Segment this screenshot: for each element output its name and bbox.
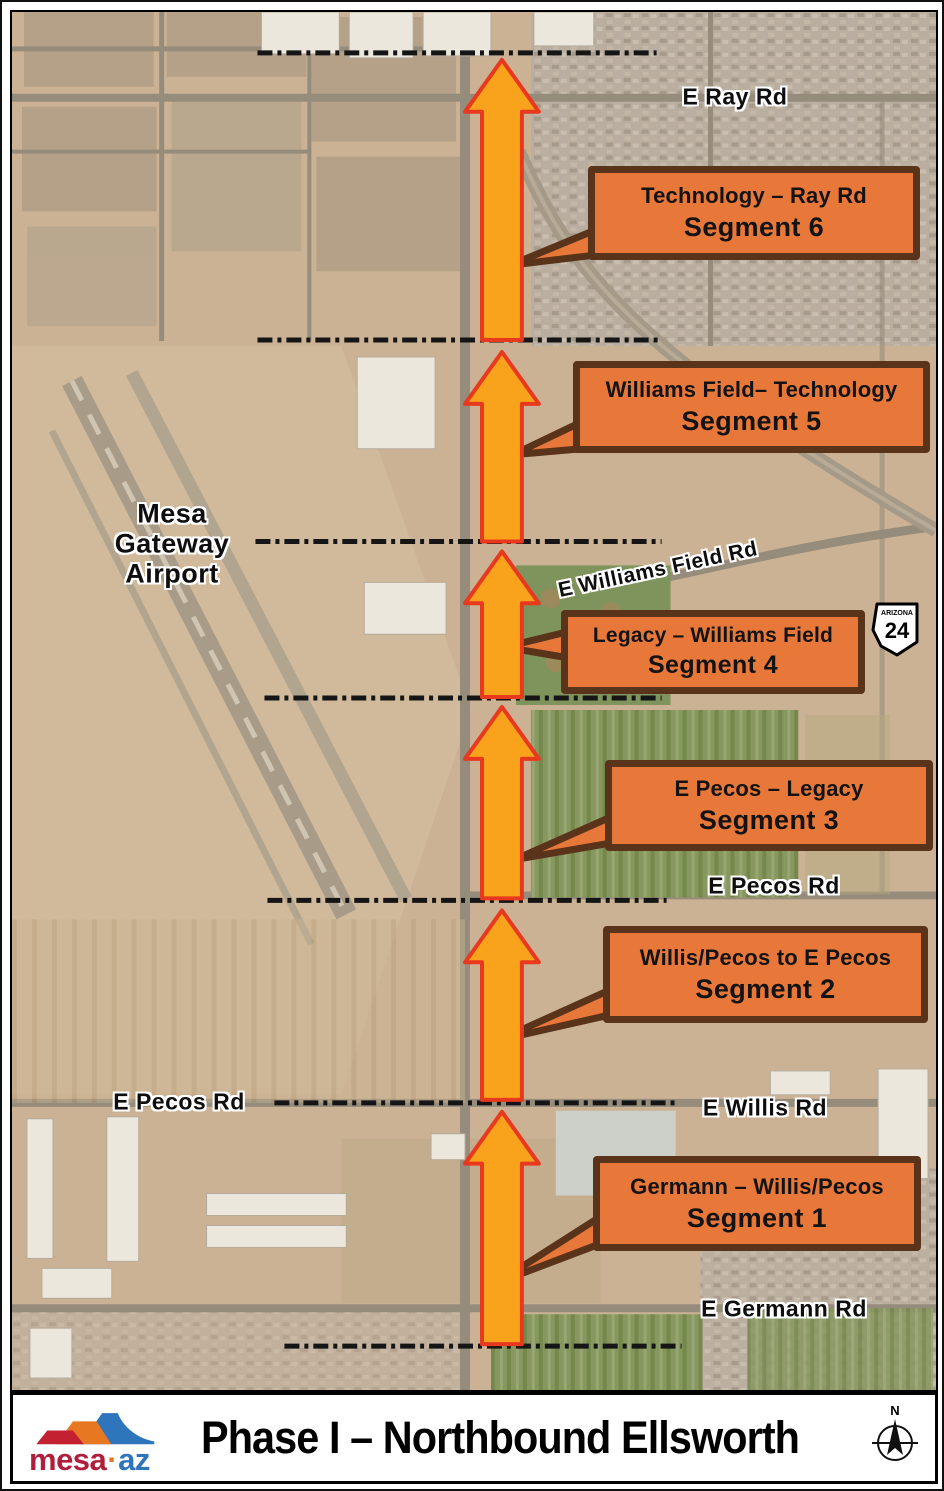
- segment-4-name: Segment 4: [647, 651, 779, 679]
- svg-text:N: N: [890, 1403, 899, 1418]
- segment-2-route: Willis/Pecos to E Pecos: [639, 944, 892, 970]
- northbound-arrows: [463, 57, 541, 1347]
- airport-runways: [12, 346, 472, 1094]
- road-label-pecos-west: E Pecos Rd: [113, 1088, 245, 1115]
- segment-1-route: Germann – Willis/Pecos: [630, 1173, 884, 1199]
- svg-text:24: 24: [885, 618, 910, 643]
- mesa-az-logo: mesa·az: [13, 1402, 179, 1478]
- map-title: Phase I – Northbound Ellsworth: [201, 1412, 800, 1463]
- svg-text:ARIZONA: ARIZONA: [881, 610, 913, 617]
- road-label-pecos-east: E Pecos Rd: [708, 872, 840, 899]
- title-bar: mesa·az Phase I – Northbound Ellsworth N: [10, 1392, 938, 1484]
- segment-5-name: Segment 5: [681, 406, 822, 436]
- segment-1-name: Segment 1: [686, 1202, 828, 1233]
- segment-overlay: [255, 50, 682, 1349]
- segment-3-name: Segment 3: [698, 804, 840, 835]
- segment-6-name: Segment 6: [683, 212, 825, 242]
- road-label-ray: E Ray Rd: [682, 83, 788, 110]
- segment-5-callout: Williams Field– Technology Segment 5: [573, 361, 930, 453]
- segment-4-route: Legacy – Williams Field: [592, 624, 834, 647]
- segment-5-route: Williams Field– Technology: [605, 377, 898, 402]
- segment-boundary-lines: [255, 50, 682, 1349]
- segment-2-name: Segment 2: [695, 973, 836, 1004]
- segment-3-callout: E Pecos – Legacy Segment 3: [605, 760, 933, 851]
- satellite-map: E Ray Rd E Williams Field Rd E Pecos Rd …: [10, 10, 938, 1392]
- mesa-az-logo-text: mesa·az: [29, 1442, 150, 1478]
- road-label-willis: E Willis Rd: [702, 1094, 828, 1121]
- highway-24-shield-icon: ARIZONA 24: [869, 600, 923, 663]
- compass-rose-icon: N: [869, 1403, 921, 1474]
- segment-4-callout: Legacy – Williams Field Segment 4: [561, 610, 865, 694]
- segment-1-callout: Germann – Willis/Pecos Segment 1: [593, 1156, 921, 1251]
- mesa-az-logo-icon: [36, 1413, 155, 1445]
- segment-6-callout: Technology – Ray Rd Segment 6: [588, 166, 920, 260]
- segment-3-route: E Pecos – Legacy: [674, 775, 864, 801]
- segment-6-route: Technology – Ray Rd: [641, 183, 867, 208]
- airport-label: Mesa Gateway Airport: [114, 498, 230, 590]
- road-label-germann: E Germann Rd: [701, 1295, 867, 1322]
- segment-2-callout: Willis/Pecos to E Pecos Segment 2: [603, 926, 928, 1023]
